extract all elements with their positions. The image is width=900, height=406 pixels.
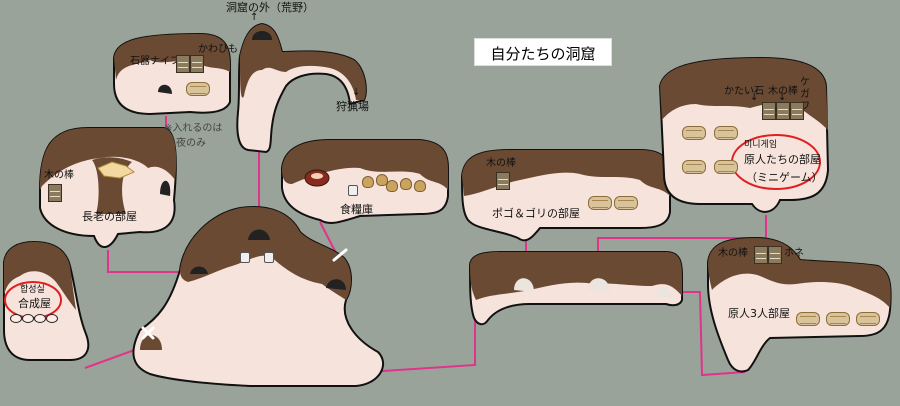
room-label-elder: 長老の部屋 <box>82 210 137 223</box>
sack-icon <box>414 180 426 192</box>
item-label-stone-knife: 石器ナイフ <box>130 56 180 67</box>
exit-outside-label[interactable]: 洞窟の外（荒野） <box>226 1 314 14</box>
corridor-outside-exit[interactable] <box>236 22 367 154</box>
room-label-minigame-sub: （ミニゲーム） <box>746 171 823 184</box>
room-label-food: 食糧庫 <box>340 203 373 216</box>
vine-icon[interactable] <box>190 55 204 73</box>
fur-icon[interactable] <box>790 102 804 120</box>
item-label-kegawa-2: ガ <box>800 89 810 100</box>
arrow-down-wood: ↓ <box>778 92 787 103</box>
bone-marks <box>141 248 348 340</box>
room-central-hall[interactable] <box>132 206 384 387</box>
jar-icon <box>348 185 358 196</box>
wood-stick-icon[interactable] <box>496 172 510 190</box>
jar-icon <box>240 252 250 263</box>
item-label-wood-3: 木の棒 <box>718 248 748 259</box>
stone-knife-icon[interactable] <box>176 55 190 73</box>
map-title-box: 自分たちの洞窟 <box>474 38 612 66</box>
sack-icon <box>362 176 374 188</box>
night-only-note-2: 夜のみ <box>176 138 206 149</box>
item-label-wood-minigame: 木の棒 <box>768 86 798 97</box>
jar-icon <box>264 252 274 263</box>
bed-icon <box>826 312 850 326</box>
bed-icon <box>186 82 210 96</box>
arrow-down-hard-stone: ↓ <box>750 92 759 103</box>
bed-icon <box>714 160 738 174</box>
bed-icon <box>614 196 638 210</box>
wood-stick-icon[interactable] <box>776 102 790 120</box>
connection-paths <box>84 116 767 377</box>
bed-icon <box>682 160 706 174</box>
bed-icon <box>856 312 880 326</box>
hard-stone-icon[interactable] <box>762 102 776 120</box>
item-label-kegawa-3: ワ <box>800 101 810 112</box>
wood-stick-icon[interactable] <box>754 246 768 264</box>
bed-icon <box>682 126 706 140</box>
room-label-minigame: 原人たちの部屋 <box>744 153 821 166</box>
straw-bed <box>97 161 135 179</box>
room-label-minigame-korean: 미니게임 <box>744 140 778 150</box>
item-label-wood-pogo: 木の棒 <box>486 158 516 169</box>
exit-hunting-label[interactable]: 狩猟場 <box>336 100 369 113</box>
room-three-genjin[interactable] <box>707 236 892 373</box>
sack-icon <box>386 180 398 192</box>
pot-icon[interactable] <box>22 314 34 323</box>
exit-hunting-arrow: ↓ <box>352 87 361 98</box>
map-title: 自分たちの洞窟 <box>490 45 596 63</box>
room-crafting[interactable] <box>3 240 90 361</box>
room-pogo-gori[interactable] <box>460 149 671 242</box>
item-label-kegawa-1: ケ <box>800 77 810 88</box>
exit-outside-arrow: ↑ <box>250 12 259 23</box>
room-label-pogo: ポゴ＆ゴリの部屋 <box>492 207 580 220</box>
corridor-east[interactable] <box>468 251 683 326</box>
item-label-vine: かわひも <box>198 44 238 55</box>
night-only-note-1: ※入れるのは <box>164 123 223 134</box>
bed-icon <box>796 312 820 326</box>
meat <box>311 173 323 179</box>
bed-icon <box>588 196 612 210</box>
item-label-bone: ホネ <box>784 248 804 259</box>
room-label-crafting-korean: 합성실 <box>20 285 45 295</box>
item-label-wood-elder: 木の棒 <box>44 170 74 181</box>
room-label-three: 原人3人部屋 <box>728 307 790 320</box>
bed-icon <box>714 126 738 140</box>
pot-icon[interactable] <box>10 314 22 323</box>
room-label-crafting: 合成屋 <box>18 297 51 310</box>
item-label-hard-stone: かたい石 <box>724 86 764 97</box>
pot-icon[interactable] <box>46 314 58 323</box>
pot-icon[interactable] <box>34 314 46 323</box>
wood-stick-icon[interactable] <box>48 184 62 202</box>
bone-icon[interactable] <box>768 246 782 264</box>
sack-icon <box>376 174 388 186</box>
sack-icon <box>400 178 412 190</box>
